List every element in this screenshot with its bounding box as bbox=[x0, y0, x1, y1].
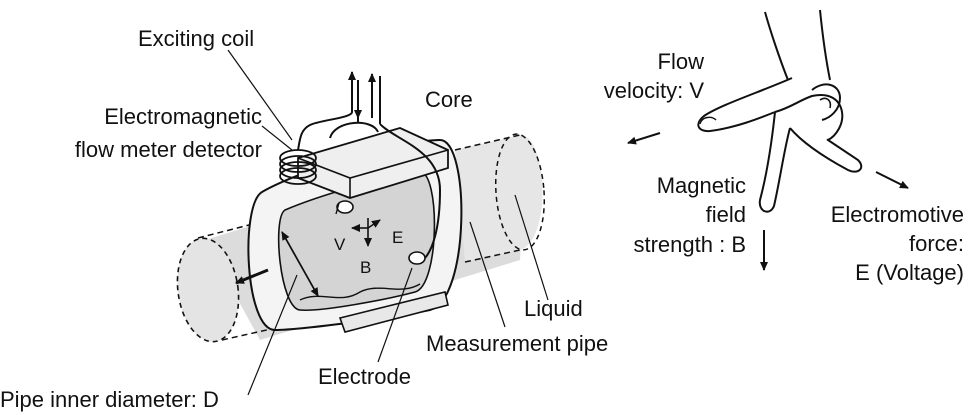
vector-e-label: E bbox=[392, 228, 404, 247]
vector-symbols bbox=[351, 218, 381, 247]
electrodes bbox=[335, 200, 426, 265]
fleming-arrows bbox=[627, 132, 909, 271]
magnetic-field-label-line2: field bbox=[705, 202, 746, 227]
leader-lines bbox=[227, 49, 549, 396]
emf-label-line2: force: bbox=[908, 231, 964, 256]
magnetic-field-label-line3: strength : B bbox=[633, 232, 746, 257]
detector-label-line1: Electromagnetic bbox=[104, 104, 262, 129]
measurement-pipe-label: Measurement pipe bbox=[426, 331, 609, 356]
detector-label-line2: flow meter detector bbox=[74, 137, 262, 162]
detector-body bbox=[247, 121, 463, 333]
pipe-inner-diameter-label: Pipe inner diameter: D bbox=[0, 387, 219, 412]
flow-velocity-label-line1: Flow bbox=[657, 49, 704, 74]
emf-label-line3: E (Voltage) bbox=[855, 260, 964, 285]
vector-v-label: V bbox=[334, 235, 346, 254]
flow-velocity-label-line2: velocity: V bbox=[603, 78, 704, 103]
coil-wires bbox=[297, 71, 442, 259]
liquid-label: Liquid bbox=[524, 296, 583, 321]
core-label: Core bbox=[425, 87, 473, 112]
exciting-coil-label: Exciting coil bbox=[138, 26, 255, 51]
electrode-label: Electrode bbox=[318, 364, 411, 389]
magnetic-field-label-line1: Magnetic bbox=[656, 173, 746, 198]
flow-direction-arrow bbox=[235, 268, 269, 285]
emf-label-line1: Electromotive bbox=[830, 202, 964, 227]
diameter-arrow bbox=[281, 231, 319, 297]
right-hand-illustration bbox=[697, 9, 863, 213]
vector-b-label: B bbox=[360, 258, 372, 277]
